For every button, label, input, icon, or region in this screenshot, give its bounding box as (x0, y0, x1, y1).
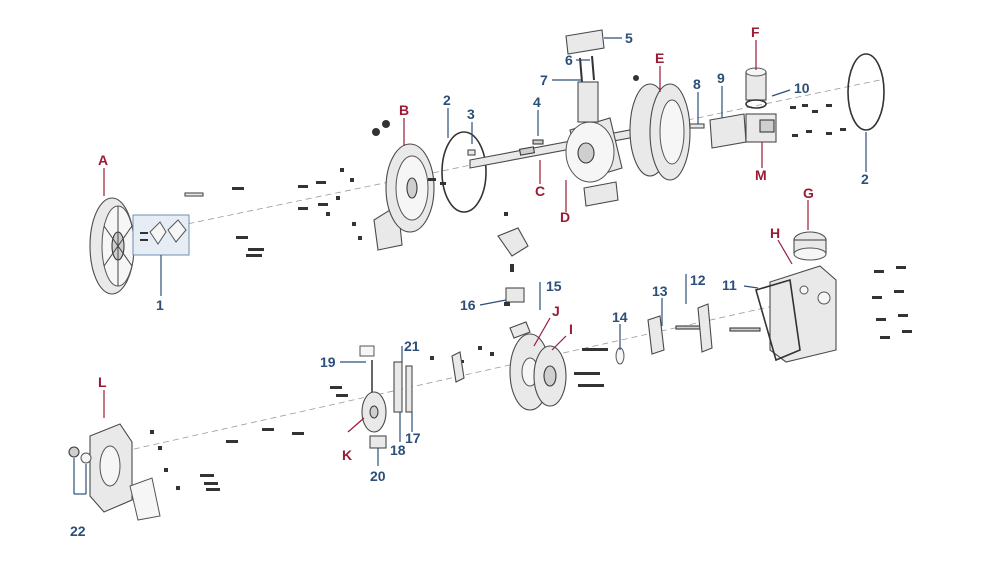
callout-j: J (552, 303, 560, 319)
part-5-vane (565, 29, 605, 55)
part-1-kit (132, 214, 190, 256)
callout-14: 14 (612, 309, 628, 325)
part-6-7-springs (577, 55, 599, 123)
callout-4: 4 (533, 94, 541, 110)
callout-20: 20 (370, 468, 386, 484)
part-20 (369, 435, 387, 449)
callout-5: 5 (625, 30, 633, 46)
callout-22: 22 (70, 523, 86, 539)
callout-11: 11 (722, 277, 737, 293)
callout-m: M (755, 167, 767, 183)
part-22-fittings (68, 446, 92, 464)
right-hardware (872, 266, 912, 339)
leader-lines (73, 37, 867, 495)
callout-labels: A 1 B 2 3 4 C D 5 6 7 E 8 9 F 10 M 2 G H… (70, 24, 869, 539)
part-12-14-seals (615, 303, 761, 365)
callout-6: 6 (565, 52, 573, 68)
callout-18: 18 (390, 442, 406, 458)
part-d-vane-lower (583, 181, 619, 207)
part-15-clip (509, 321, 531, 339)
callout-2a: 2 (443, 92, 451, 108)
callout-10: 10 (794, 80, 810, 96)
callout-21: 21 (404, 338, 420, 354)
callout-f: F (751, 24, 760, 40)
part-3-seal (467, 149, 476, 156)
callout-e: E (655, 50, 664, 66)
lower-middle-hardware (430, 346, 608, 387)
callout-17: 17 (405, 430, 421, 446)
upper-right-hardware (790, 104, 846, 137)
part-l-end-cover (89, 423, 161, 521)
part-h-gear-housing (769, 265, 837, 363)
callout-19: 19 (320, 354, 336, 370)
callout-1: 1 (156, 297, 164, 313)
callout-15: 15 (546, 278, 562, 294)
callout-7: 7 (540, 72, 548, 88)
part-k-hub (361, 360, 387, 433)
part-g-breather (793, 231, 827, 261)
callout-l: L (98, 374, 107, 390)
part-i-gear (533, 345, 567, 407)
callout-c: C (535, 183, 545, 199)
part-a-sheave (89, 197, 135, 295)
part-16-block (504, 264, 525, 306)
callout-2b: 2 (861, 171, 869, 187)
part-f-filter (745, 67, 767, 101)
callout-3: 3 (467, 106, 475, 122)
callout-h: H (770, 225, 780, 241)
part-17-18-plates (393, 361, 413, 413)
part-m-valve-body (745, 113, 777, 143)
callout-12: 12 (690, 272, 706, 288)
part-19 (359, 345, 375, 357)
callout-k: K (342, 447, 352, 463)
upper-left-hardware (184, 168, 362, 257)
part-10-oring (745, 99, 767, 109)
lower-left-hardware (150, 386, 348, 491)
part-2-large-ring (847, 53, 885, 131)
middle-small-parts (497, 212, 529, 257)
part-4-key (532, 139, 544, 145)
callout-b: B (399, 102, 409, 118)
callout-8: 8 (693, 76, 701, 92)
callout-9: 9 (717, 70, 725, 86)
callout-13: 13 (652, 283, 668, 299)
callout-d: D (560, 209, 570, 225)
callout-g: G (803, 185, 814, 201)
part-e-cylinder (629, 75, 691, 181)
part-2-gasket-ring (441, 131, 487, 213)
part-d-rotor (565, 117, 623, 183)
callout-a: A (98, 152, 108, 168)
callout-i: I (569, 321, 573, 337)
callout-16: 16 (460, 297, 476, 313)
part-11-gasket (755, 278, 801, 362)
part-b-housing (372, 120, 446, 251)
